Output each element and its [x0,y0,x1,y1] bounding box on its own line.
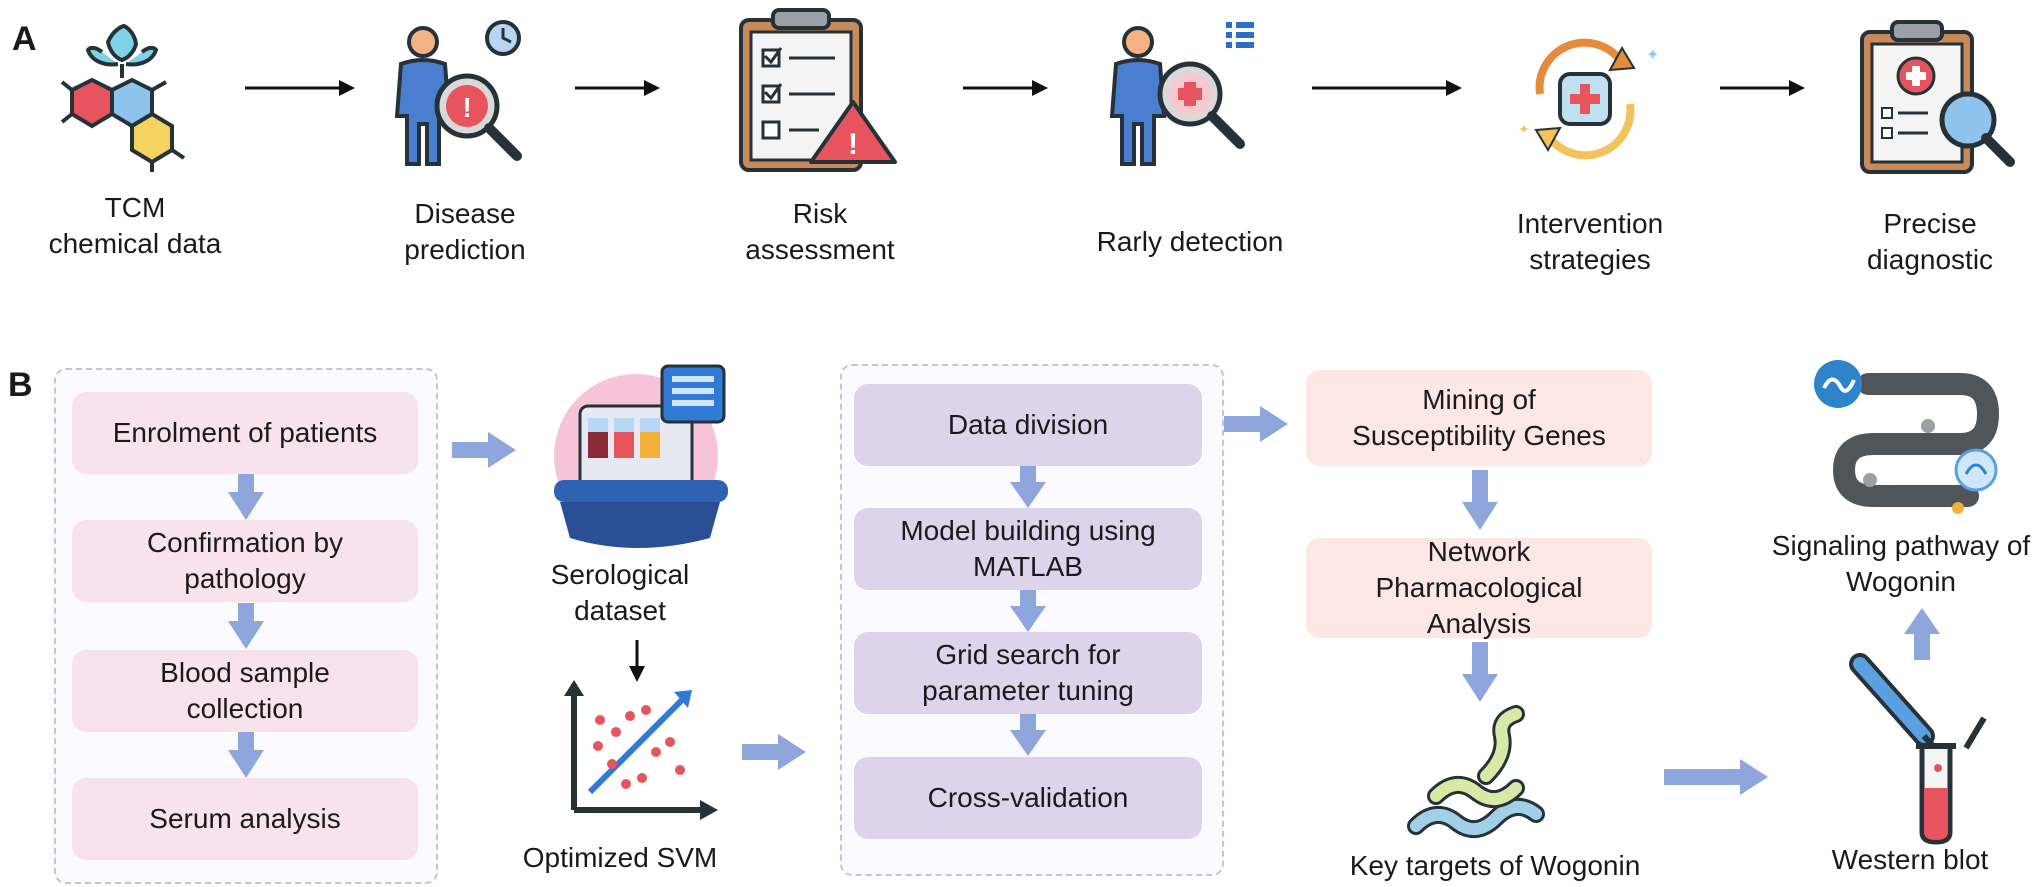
model-building-box: Model building using MATLAB [854,508,1202,590]
panel-b-letter: B [8,366,33,404]
molecule-icon [60,23,186,172]
step-1-line2: chemical data [48,228,222,259]
step-5-label: Intervention strategies [1470,206,1710,278]
cross-validation-box: Cross-validation [854,757,1202,839]
step-4-label: Rarly detection [1060,224,1320,260]
down-arrow-g1 [1462,470,1498,530]
enrolment-box: Enrolment of patients [72,392,418,474]
key-targets-label: Key targets of Wogonin [1349,850,1641,881]
serological-analyzer-icon [554,364,728,548]
right-arrow-b1 [452,432,516,468]
clipboard-diagnostic-icon [1860,20,2015,174]
down-arrow-g2 [1462,642,1498,702]
right-arrow-b4 [1664,759,1768,795]
step-2-line2: prediction [404,234,526,265]
step-2-line1: Disease [414,198,516,229]
blood-sample-box: Blood sample collection [72,650,418,732]
down-arrow-m3 [1010,714,1046,756]
down-arrow-m1 [1010,466,1046,508]
svg-text:!: ! [462,92,471,123]
down-arrow-p2 [228,603,264,649]
protein-helix-icon [1407,705,1545,838]
flow-arrow-a2 [575,80,660,96]
step-3-line1: Risk [792,198,848,229]
down-arrow-m2 [1010,590,1046,632]
network-pharmacology-box: Network Pharmacological Analysis [1306,536,1652,639]
list-icon [1226,22,1254,48]
step-6-label: Precise diagnostic [1840,206,2020,278]
western-blot-label: Western blot [1831,844,1989,875]
step-5-line1: Intervention [1516,208,1664,239]
panel-a-letter: A [12,20,37,58]
serological-label: Serological dataset [550,559,690,626]
svg-text:✦: ✦ [1646,45,1659,64]
flow-arrow-a1 [245,80,355,96]
down-arrow-black [629,640,645,682]
signaling-label: Signaling pathway of Wogonin [1771,530,2031,597]
down-arrow-p1 [228,474,264,520]
step-3-label: Risk assessment [700,196,940,268]
data-division-box: Data division [854,384,1202,466]
test-tube-pipette-icon [1849,653,1987,845]
person-warning-magnifier-icon: ! [394,20,522,166]
flow-arrow-a4 [1312,80,1462,96]
svg-text:!: ! [848,128,858,161]
flow-arrow-a5 [1720,80,1805,96]
cycle-medical-icon: ✦ ✦ [1518,38,1659,160]
down-arrow-p3 [228,732,264,778]
flow-arrow-a3 [963,80,1048,96]
step-2-label: Disease prediction [350,196,580,268]
step-6-line1: Precise [1883,208,1977,239]
svg-text:✦: ✦ [1518,122,1530,138]
clipboard-warning-icon: ! [739,8,897,172]
right-arrow-b2 [742,734,806,770]
step-3-line2: assessment [745,234,895,265]
step-1-label: TCM chemical data [20,190,250,262]
step-5-line2: strategies [1529,244,1651,275]
signaling-pathway-icon [1814,360,2000,514]
person-medical-magnifier-icon [1109,22,1254,166]
grid-search-box: Grid search for parameter tuning [854,632,1202,714]
serum-analysis-box: Serum analysis [72,778,418,860]
step-1-line1: TCM [104,192,166,223]
right-arrow-b3 [1224,406,1288,442]
step-4-line1: Rarly detection [1096,226,1284,257]
step-6-line2: diagnostic [1866,244,1994,275]
mining-genes-box: Mining of Susceptibility Genes [1306,370,1652,466]
svm-label: Optimized SVM [522,842,718,873]
svm-scatter-icon [564,680,718,820]
confirmation-box: Confirmation by pathology [72,520,418,602]
up-arrow-b5 [1904,608,1940,660]
